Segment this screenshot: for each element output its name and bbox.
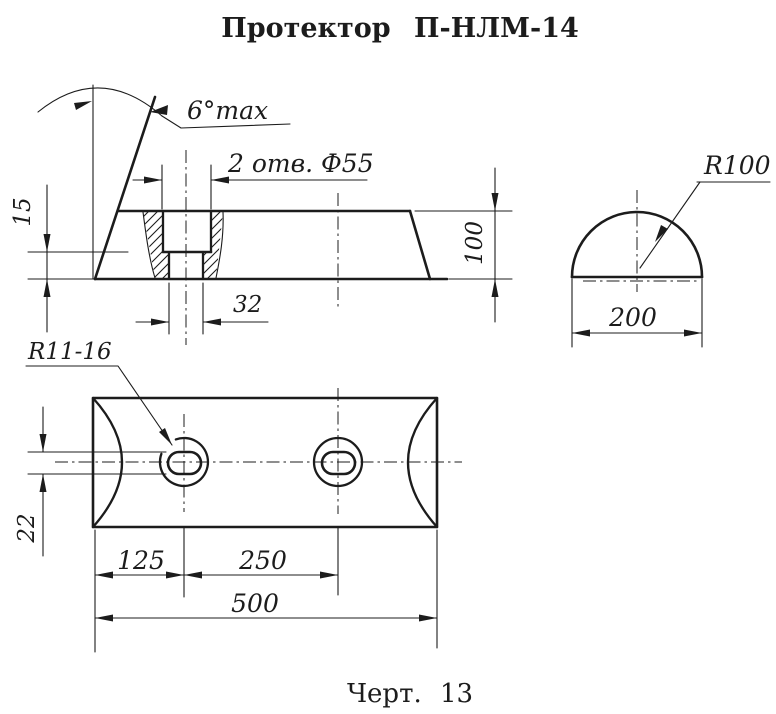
dim500-arrow-left (95, 614, 113, 622)
dim32-extension-lines (168, 282, 204, 335)
d55-arrow-left (144, 176, 162, 184)
dim125-label: 125 (117, 546, 165, 575)
r100-leader (639, 181, 771, 269)
r100-arrow (655, 225, 668, 242)
plan-view: R11-16 22 125 250 500 (14, 339, 462, 653)
plan-lower-extension-lines (94, 526, 438, 653)
d55-arrow-right (211, 176, 229, 184)
dim125-arrow-left (95, 571, 113, 579)
dim200-arrow-right (684, 329, 702, 337)
side-view: 6°max 2 отв. Ф55 15 32 (10, 84, 513, 345)
dim32-arrow-right (203, 318, 221, 326)
dim250-arrow-left (184, 571, 202, 579)
angle-dimension-arc (37, 87, 163, 117)
section-break-line-left (142, 211, 156, 279)
dome-arc (570, 210, 704, 279)
dim250-arrow-right (320, 571, 338, 579)
side-left-taper-edge (93, 95, 157, 281)
dim100-arrow-bottom (491, 279, 499, 297)
side-right-taper-edge (408, 209, 432, 281)
angle-arrow-left (74, 101, 92, 110)
end-view: R100 200 (570, 151, 771, 348)
dim22-arrow-bottom (39, 474, 47, 492)
r11-16-label: R11-16 (27, 339, 112, 365)
dim15-label: 15 (10, 197, 36, 226)
r11-16-arrow (159, 428, 172, 445)
dim125-arrow-right (166, 571, 184, 579)
dim32-label: 32 (233, 292, 262, 318)
dim500-label: 500 (231, 589, 279, 618)
section-hatch-right (203, 212, 223, 278)
angle-arrow-right (150, 105, 168, 115)
drawing-title: Протектор П-НЛМ-14 (221, 13, 579, 44)
dim200-arrow-left (572, 329, 590, 337)
dim100-label: 100 (462, 221, 488, 265)
dim22-label: 22 (14, 513, 40, 543)
angle-label-leader (161, 115, 291, 129)
holes-note-label: 2 отв. Ф55 (227, 149, 374, 178)
dim100-arrow-top (491, 193, 499, 211)
figure-caption: Черт. 13 (347, 679, 473, 709)
plan-outline (91, 396, 439, 529)
dim15-arrow-bottom (43, 279, 51, 297)
r11-16-leader (25, 365, 173, 446)
dim32-arrow-left (151, 318, 169, 326)
section-hatch-left (143, 212, 169, 278)
dim500-arrow-right (419, 614, 437, 622)
dim200-extension-lines (571, 278, 703, 348)
r100-label: R100 (703, 151, 771, 180)
dim22-arrow-top (39, 434, 47, 452)
angle-max-label: 6°max (187, 96, 268, 125)
dim250-label: 250 (238, 546, 287, 575)
plan-left-concave-arc (91, 396, 123, 529)
dim22-extension-lines (27, 451, 167, 475)
dim15-arrow-top (43, 234, 51, 252)
hole1-counterbore-circle (158, 436, 210, 488)
dim200-label: 200 (608, 303, 657, 332)
section-break-line-right (215, 211, 224, 279)
